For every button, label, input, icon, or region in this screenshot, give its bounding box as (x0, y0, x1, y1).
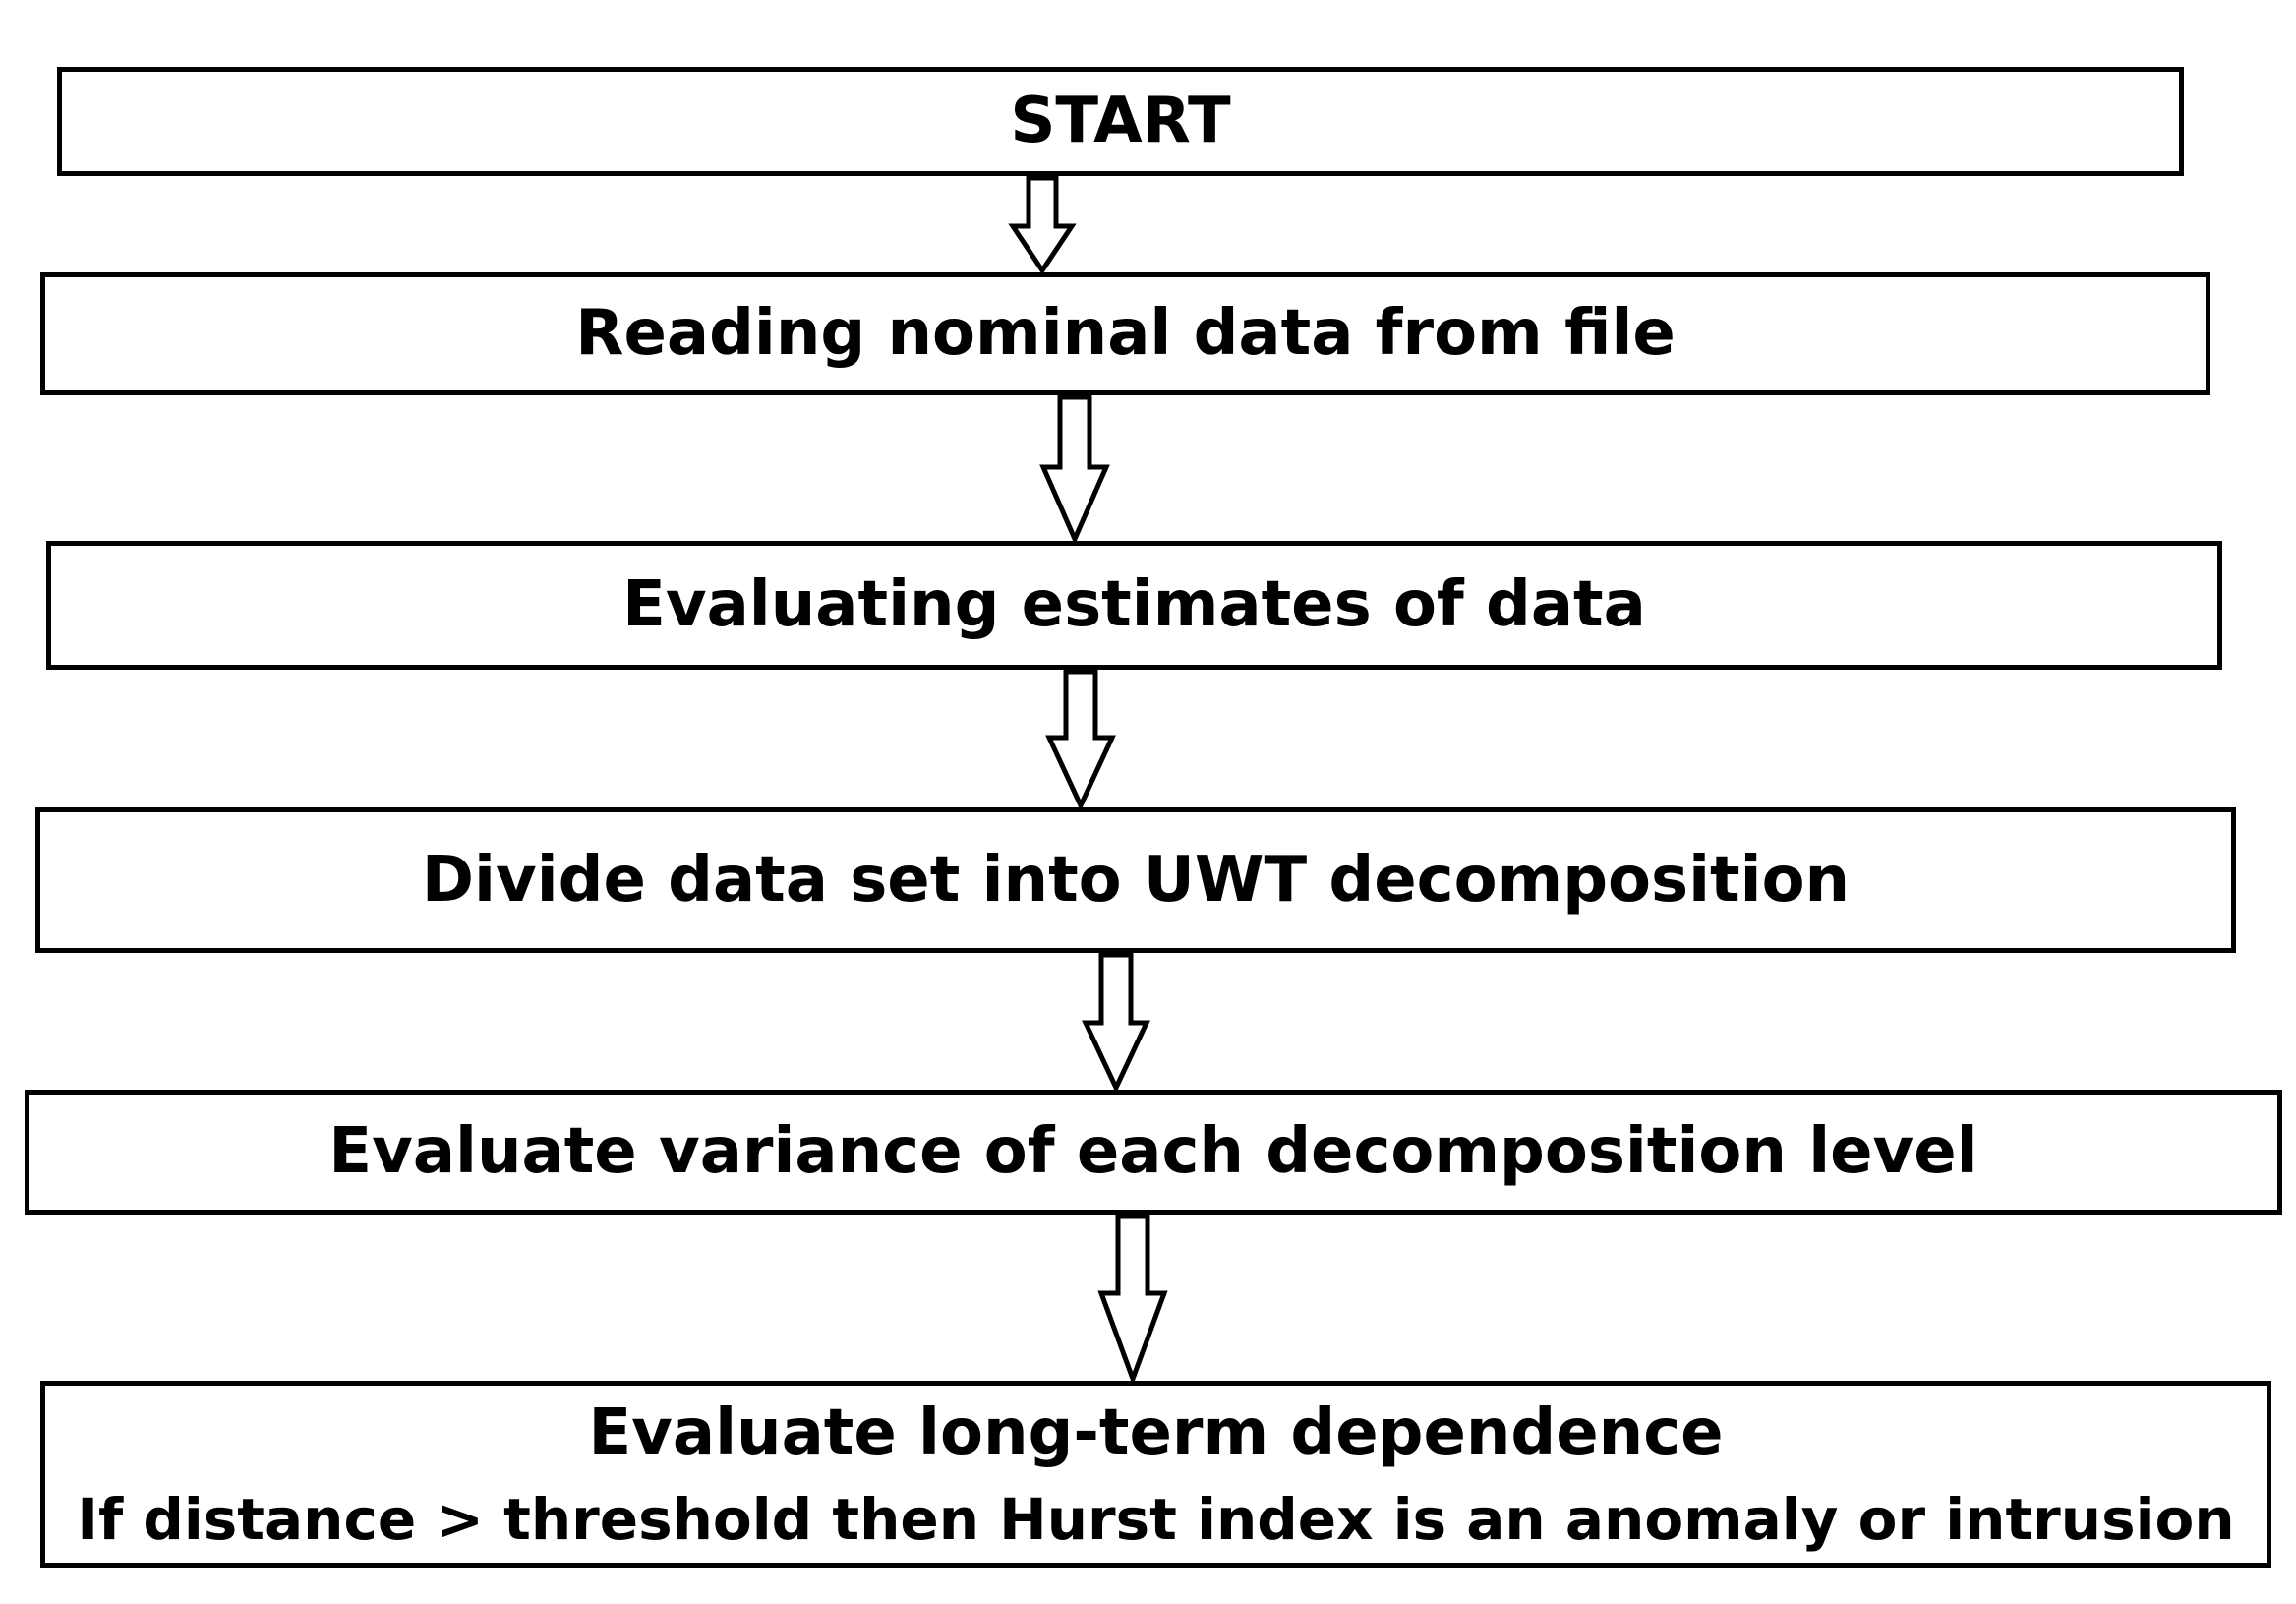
step-anomaly-rule-label: If distance > threshold then Hurst index… (77, 1486, 2235, 1554)
step-long-term-dependence-label: Evaluate long-term dependence (588, 1396, 1724, 1469)
step-evaluate-estimates-label: Evaluating estimates of data (622, 568, 1646, 642)
step-long-term-dependence-box: Evaluate long-term dependence If distanc… (40, 1381, 2271, 1568)
down-arrow-icon (1039, 394, 1110, 546)
down-arrow-icon (1082, 952, 1150, 1094)
step-read-data-label: Reading nominal data from file (575, 297, 1676, 371)
step-evaluate-variance-label: Evaluate variance of each decomposition … (328, 1115, 1978, 1189)
step-evaluate-estimates-box: Evaluating estimates of data (46, 541, 2222, 670)
step-uwt-decomposition-box: Divide data set into UWT decomposition (35, 807, 2236, 953)
step-read-data-box: Reading nominal data from file (40, 272, 2210, 395)
down-arrow-icon (1097, 1214, 1168, 1387)
step-start-box: START (57, 67, 2184, 176)
step-start-label: START (1010, 85, 1231, 158)
step-evaluate-variance-box: Evaluate variance of each decomposition … (25, 1090, 2282, 1215)
down-arrow-icon (1045, 669, 1116, 811)
down-arrow-icon (1008, 175, 1077, 275)
step-uwt-decomposition-label: Divide data set into UWT decomposition (421, 843, 1851, 917)
